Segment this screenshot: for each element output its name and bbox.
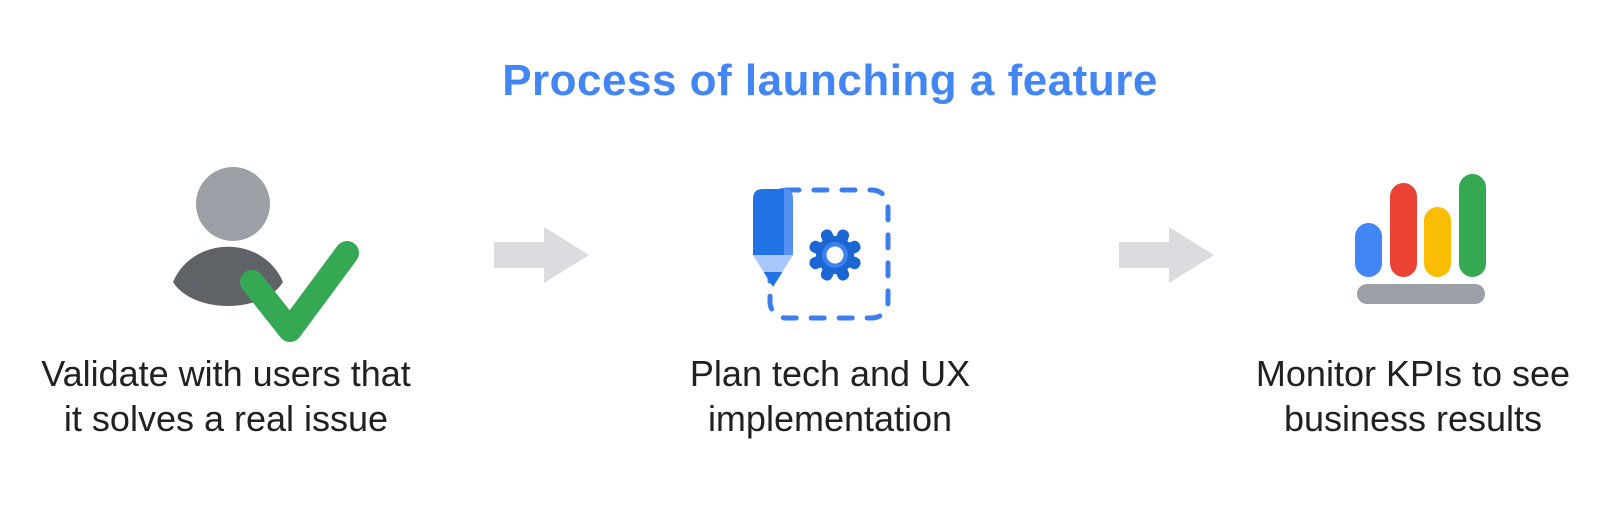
step-monitor-label-line1: Monitor KPIs to see xyxy=(1255,353,1571,394)
step-validate-label-line2: it solves a real issue xyxy=(63,398,389,439)
pencil-gear-icon xyxy=(753,187,891,321)
step-monitor-label-line2: business results xyxy=(1283,398,1543,439)
step-plan-label-line1: Plan tech and UX xyxy=(689,353,971,394)
step-monitor-label: Monitor KPIs to see business results xyxy=(1193,351,1600,441)
diagram-title: Process of launching a feature xyxy=(502,56,1158,105)
step-validate-label-line1: Validate with users that xyxy=(41,353,411,394)
bar-chart-icon xyxy=(1355,174,1486,304)
right-arrow-icon xyxy=(494,227,589,283)
step-validate-label: Validate with users that it solves a rea… xyxy=(6,351,446,441)
person-check-icon xyxy=(173,167,359,342)
step-plan-label: Plan tech and UX implementation xyxy=(630,351,1030,441)
step-plan-label-line2: implementation xyxy=(707,398,953,439)
right-arrow-icon xyxy=(1119,227,1214,283)
